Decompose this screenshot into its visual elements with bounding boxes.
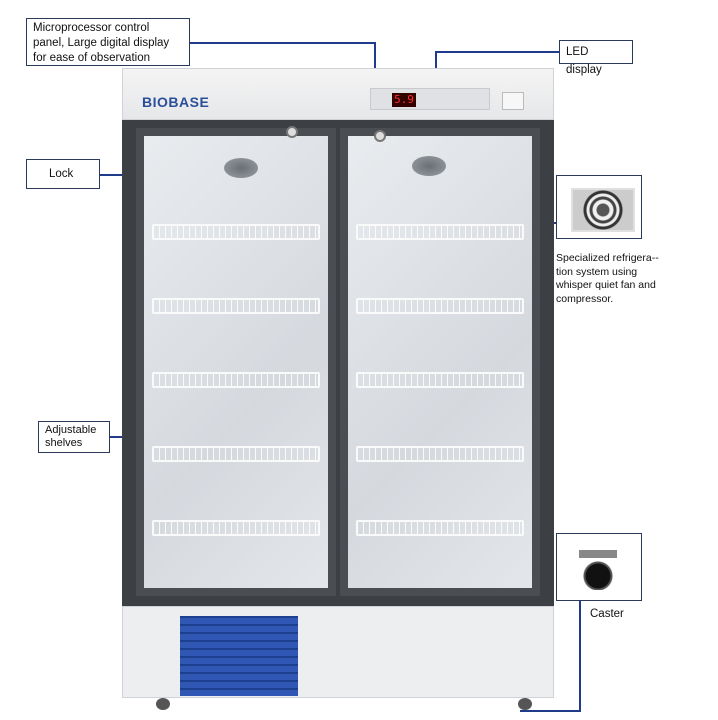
shelf [356,298,524,314]
right-door[interactable] [340,128,540,596]
refrigeration-description: Specialized refrigera--tion system using… [556,252,659,305]
left-fan-icon [224,158,258,178]
caster-label: Caster [590,608,624,620]
control-panel [370,88,490,110]
right-lock-icon[interactable] [374,130,386,142]
led-line [436,51,559,53]
caster-inset [556,533,642,601]
left-lock-icon[interactable] [286,126,298,138]
led-readout: 5.9 [392,93,416,107]
right-fan-icon [412,156,446,176]
fan-icon [571,188,635,232]
shelf [152,298,320,314]
shelf [152,520,320,536]
shelf [152,224,320,240]
led-display-callout: LED display [559,40,633,76]
brand-logo: BIOBASE [142,94,210,110]
vent-grill [180,616,298,696]
shelf [356,224,524,240]
fan-inset [556,175,642,239]
caster-line [579,600,581,712]
refrigerator: BIOBASE 5.9 [122,68,554,710]
control-panel-callout: Microprocessor control panel, Large digi… [26,18,190,66]
right-door-glass [348,136,532,588]
left-door-glass [144,136,328,588]
shelves-callout: Adjustable shelves [38,421,110,453]
wheel-icon [156,698,170,710]
shelf [356,446,524,462]
left-door[interactable] [136,126,336,596]
caster-icon [579,550,617,590]
label-plate [502,92,524,110]
shelf [356,520,524,536]
lock-callout: Lock [26,159,100,189]
shelf [152,372,320,388]
caster-line-h [520,710,581,712]
shelf [356,372,524,388]
control-panel-line [190,42,375,44]
cabinet-body [122,120,554,606]
shelf [152,446,320,462]
wheel-icon [518,698,532,710]
